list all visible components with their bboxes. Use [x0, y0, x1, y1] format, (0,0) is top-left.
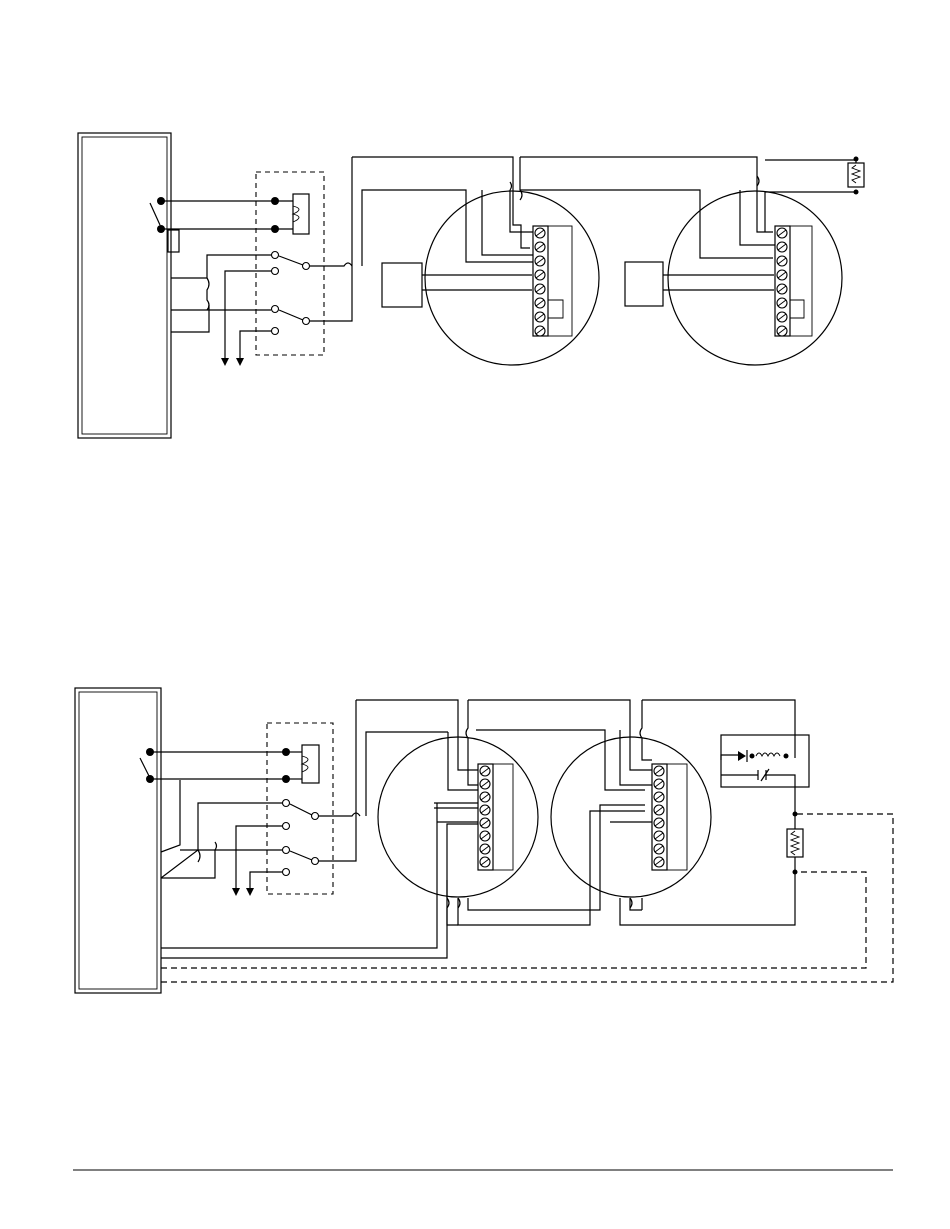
top-relay-contacts — [272, 252, 310, 335]
bottom-relay-contacts — [283, 800, 319, 876]
top-relay-coil — [293, 194, 309, 234]
top-detector-2 — [625, 191, 842, 365]
bottom-power-supervision-relay — [721, 735, 809, 814]
bottom-control-panel — [75, 688, 161, 993]
top-end-of-line-resistor — [757, 157, 864, 195]
bottom-panel-contact — [140, 748, 154, 783]
bottom-detector-2 — [551, 737, 711, 897]
top-relay-module — [256, 172, 324, 355]
top-detector-2-terminals — [777, 228, 787, 336]
top-wiring-diagram — [78, 133, 864, 438]
top-detector-1 — [382, 191, 599, 365]
top-panel-contact — [150, 197, 179, 252]
bottom-wiring-diagram — [75, 688, 893, 993]
bottom-detector-2-terminals — [654, 766, 664, 867]
bottom-detector-1-terminals — [480, 766, 490, 867]
bottom-dashed-return-wire-2 — [161, 814, 893, 982]
top-control-panel — [78, 133, 171, 438]
top-detector-1-terminals — [535, 228, 545, 336]
bottom-relay-coil — [302, 745, 319, 783]
bottom-end-of-line-resistor — [787, 812, 803, 875]
